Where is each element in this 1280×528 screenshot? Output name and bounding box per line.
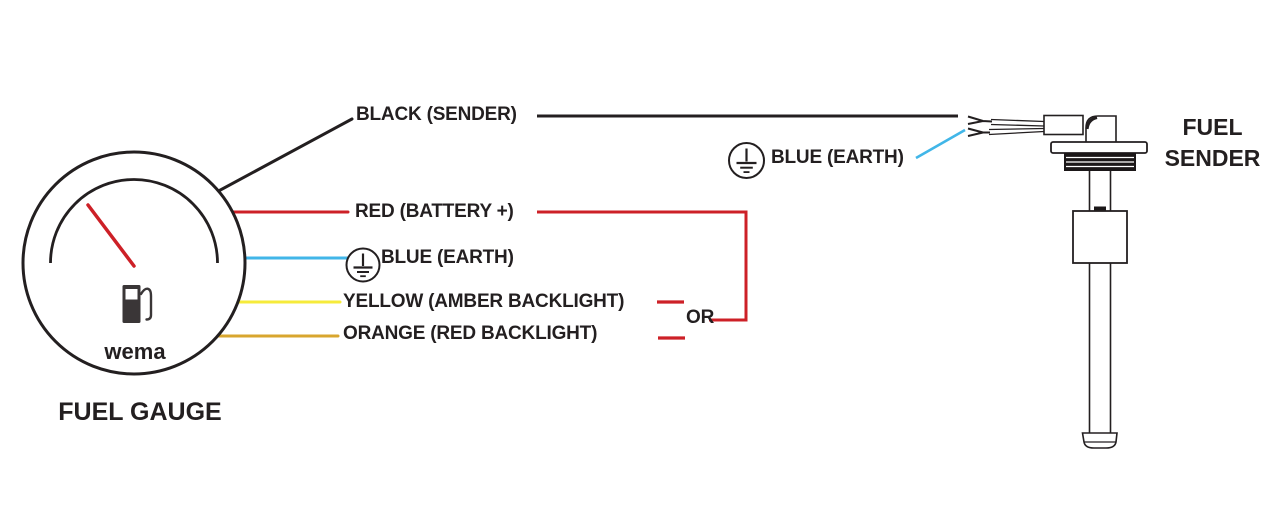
float-body (1072, 210, 1128, 264)
yellow-backlight-label: YELLOW (AMBER BACKLIGHT) (343, 291, 625, 312)
orange-backlight-label: ORANGE (RED BACKLIGHT) (343, 323, 598, 344)
wire-black-diagonal (198, 117, 354, 203)
wire-blue-sender (915, 128, 966, 160)
earth-icon (728, 142, 765, 179)
blue-earth-gauge-label: BLUE (EARTH) (381, 247, 514, 268)
earth-icon (345, 247, 381, 283)
threaded-collar (1064, 153, 1136, 171)
gauge-dial-arc (49, 178, 219, 264)
black-sender-label: BLACK (SENDER) (356, 104, 517, 125)
cable-ferrule (1043, 114, 1084, 136)
or-label: OR (686, 307, 715, 328)
gauge-brand: wema (104, 339, 166, 364)
red-battery-label: RED (BATTERY +) (355, 201, 514, 222)
end-cap (1081, 432, 1118, 449)
blue-earth-sender-label: BLUE (EARTH) (771, 147, 904, 168)
wire-red-or-bracket (537, 210, 748, 322)
fuel-sender-caption-line1: FUEL (1182, 114, 1243, 140)
fuel-sender-illustration (967, 114, 1148, 449)
gauge-needle (86, 203, 136, 268)
terminal-fork-upper (967, 115, 993, 125)
gauge-face (21, 150, 247, 376)
fuel-gauge-caption: FUEL GAUGE (58, 398, 222, 426)
fuel-sender-caption: FUEL SENDER (1150, 112, 1275, 174)
fuel-gauge-illustration (21, 150, 247, 376)
mounting-flange (1050, 141, 1148, 154)
fuel-sender-caption-line2: SENDER (1164, 145, 1261, 171)
terminal-fork-lower (967, 127, 990, 137)
fuel-pump-icon (122, 285, 153, 323)
